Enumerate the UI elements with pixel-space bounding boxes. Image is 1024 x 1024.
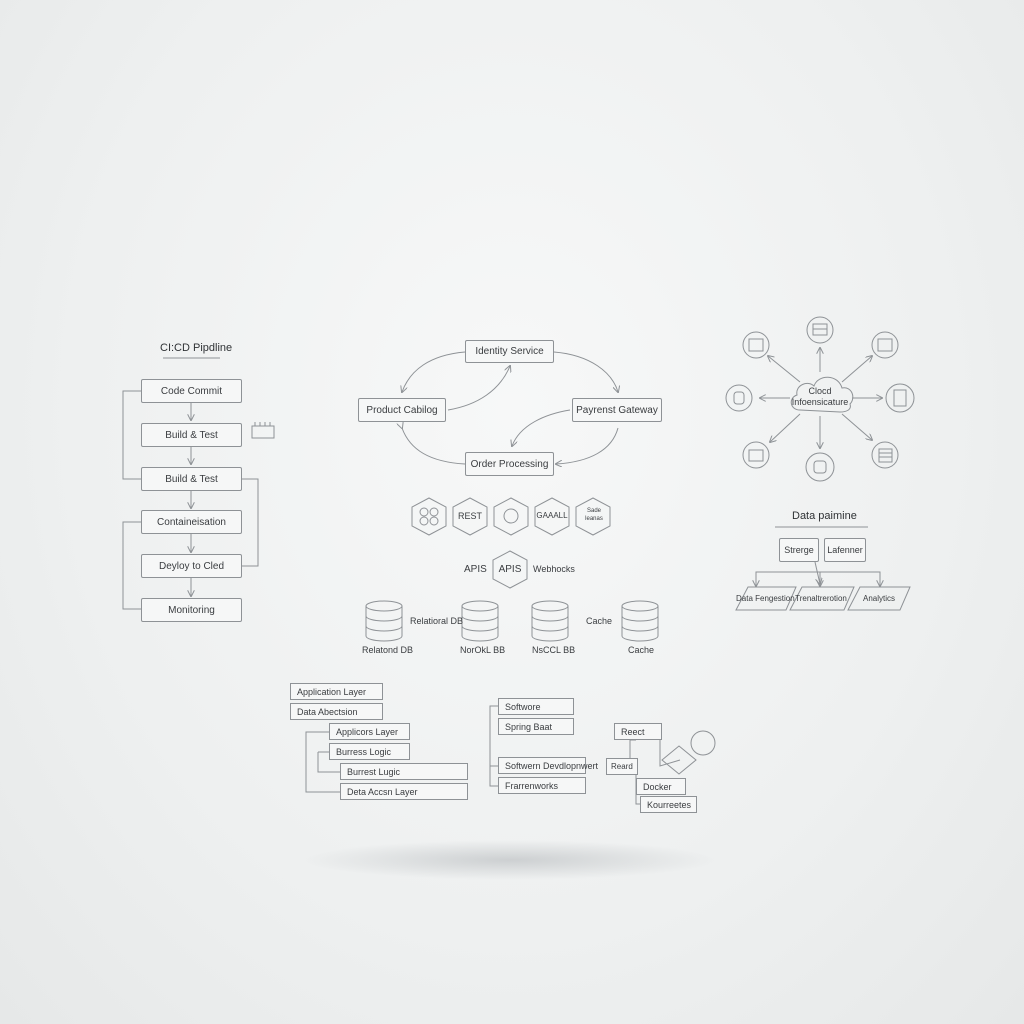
cloud-node-top	[806, 316, 834, 344]
layer-nested-data-access: Deta Accsn Layer	[340, 783, 468, 800]
stack-docker: Docker	[636, 778, 686, 795]
cloud-node-tl	[742, 331, 770, 359]
cloud-node-r	[885, 383, 915, 413]
cicd-loop-right	[242, 478, 259, 567]
db-label-3: NsCCL BB	[532, 645, 576, 655]
db-label-2: NorOkL BB	[460, 645, 506, 655]
hex-small-label: Sade leanas	[585, 508, 603, 522]
hex-rest-label: REST	[457, 511, 482, 521]
stack-react-2: Reard	[606, 758, 638, 775]
hex-5	[575, 497, 611, 536]
service-payment: Payrenst Gateway	[572, 398, 662, 422]
service-catalog: Product Cabilog	[358, 398, 446, 422]
db-cylinder-3	[531, 600, 569, 642]
db-cylinder-4	[621, 600, 659, 642]
stack-diamond-icon	[661, 745, 697, 775]
layer-nested-business-1: Burress Logic	[329, 743, 410, 760]
pipeline-transform-label: Trenaltrerotion	[795, 594, 847, 603]
pipeline-lafenner: Lafenner	[824, 538, 866, 562]
hex-apis-label: APIS	[498, 564, 522, 575]
db-label-4: Cache	[628, 645, 655, 655]
pipeline-para-2	[789, 586, 855, 611]
db-cylinder-1	[365, 600, 403, 642]
cloud-node-br	[871, 441, 899, 469]
pipeline-title: Data paimine	[792, 510, 857, 522]
cicd-loop-left-top	[122, 390, 141, 480]
hex-gaall-label: GAAALL	[536, 511, 568, 520]
api-right-label: Webhocks	[533, 564, 575, 574]
cicd-step-monitoring: Monitoring	[141, 598, 242, 622]
cicd-step-build-test-1: Build & Test	[141, 423, 242, 447]
db-cylinder-2	[461, 600, 499, 642]
layer-application: Application Layer	[290, 683, 383, 700]
cloud-node-l	[725, 384, 753, 412]
api-left-label: APIS	[464, 564, 487, 575]
hex-3	[493, 497, 529, 536]
hex-apis	[492, 550, 528, 589]
cloud-node-bl	[742, 441, 770, 469]
floor-shadow	[300, 840, 720, 880]
cycle-arrow-tl	[402, 351, 466, 392]
stack-kubernetes: Kourreetes	[640, 796, 697, 813]
software-item-2: Spring Baat	[498, 718, 574, 735]
cloud-node-b	[805, 452, 835, 482]
cloud-center-line1: Clocd	[808, 386, 832, 396]
software-item-4: Frarrenworks	[498, 777, 586, 794]
cicd-title: CI:CD Pipdline	[160, 342, 233, 354]
cloud-shape	[790, 376, 854, 413]
cycle-arrow-br	[556, 427, 619, 464]
stack-gear-circle	[690, 730, 716, 756]
cycle-arrow-bl	[402, 428, 466, 465]
cycle-arrow-inner-down	[512, 409, 571, 446]
hex-1	[411, 497, 447, 536]
hex-2	[452, 497, 488, 536]
cicd-step-deploy: Deyloy to Cled	[141, 554, 242, 578]
cache-inline-label: Cache	[586, 616, 613, 626]
cloud-node-tr	[871, 331, 899, 359]
pipeline-storage: Strerge	[779, 538, 819, 562]
layer-nested-business-2: Burrest Lugic	[340, 763, 468, 780]
software-item-1: Softwore	[498, 698, 574, 715]
stack-react-1: Reect	[614, 723, 662, 740]
pipeline-analytics-label: Analytics	[862, 594, 895, 603]
db-label-1: Relatond DB	[362, 645, 414, 655]
cicd-step-containerisation: Containeisation	[141, 510, 242, 534]
cicd-server-icon-outline	[251, 425, 275, 439]
cloud-center-line2: Infoensicature	[791, 397, 849, 407]
pipeline-para-3	[847, 586, 911, 611]
service-identity: Identity Service	[465, 340, 554, 363]
software-item-3: Softwern Devdlopnwert	[498, 757, 598, 774]
service-orders: Order Processing	[465, 452, 554, 476]
cicd-step-code-commit: Code Commit	[141, 379, 242, 403]
layer-data-abstraction: Data Abectsion	[290, 703, 383, 720]
pipeline-ingestion-label: Data Fengestion	[736, 594, 795, 603]
cicd-loop-left-bottom	[122, 521, 141, 610]
hex-4	[534, 497, 570, 536]
cycle-arrow-tr	[553, 351, 618, 392]
pipeline-para-1	[735, 586, 797, 611]
layer-nested-application: Applicors Layer	[329, 723, 410, 740]
db-inline-label: Relatioral DB	[410, 616, 464, 626]
cicd-step-build-test-2: Build & Test	[141, 467, 242, 491]
cycle-arrow-inner-up	[447, 366, 510, 411]
